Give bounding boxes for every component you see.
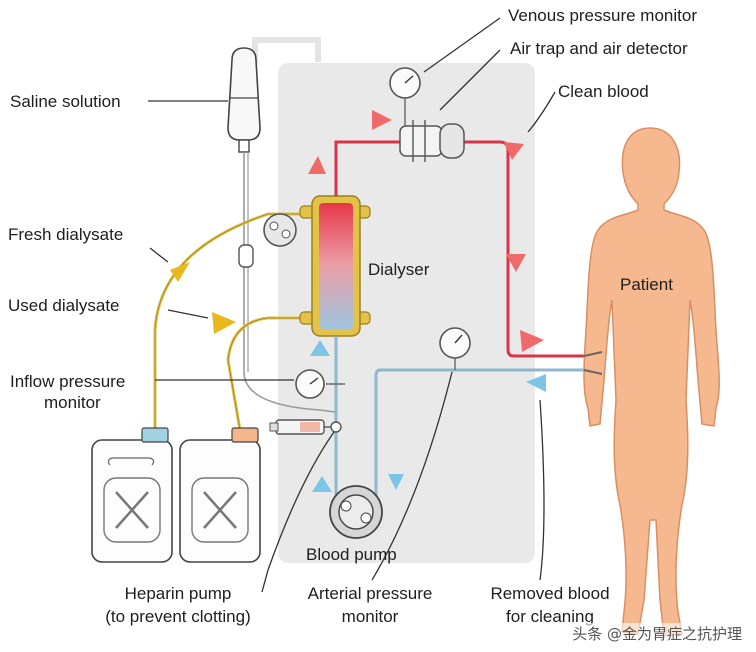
label-fresh-dialysate: Fresh dialysate: [8, 225, 124, 244]
heparin-pump: [269, 419, 342, 435]
label-inflow-pressure-1: Inflow pressure: [10, 372, 126, 391]
label-removed-1: Removed blood: [490, 584, 610, 603]
arrow-blue-1: [310, 340, 330, 356]
label-saline: Saline solution: [10, 92, 121, 111]
dialysate-pump: [263, 213, 297, 247]
patient-body: [583, 127, 720, 637]
label-clean-blood: Clean blood: [558, 82, 649, 101]
watermark: 头条 @金为胃症之抗护理: [572, 623, 742, 644]
label-dialyser: Dialyser: [368, 260, 430, 279]
arrow-blue-3: [388, 474, 404, 490]
saline-stand: [252, 37, 321, 62]
arrow-blue-2: [312, 476, 332, 492]
label-arterial-1: Arterial pressure: [307, 584, 433, 603]
label-patient: Patient: [620, 275, 673, 294]
arrow-red-5: [520, 330, 544, 352]
arrow-blue-4: [526, 374, 546, 392]
arrow-red-3: [504, 142, 524, 160]
flow-arrows: [170, 110, 546, 492]
label-removed-2: for cleaning: [506, 607, 594, 626]
arrow-red-2: [372, 110, 392, 130]
used-dialysate-canister: [179, 427, 261, 563]
arrow-red-1: [308, 156, 326, 174]
arrow-red-4: [506, 254, 526, 272]
arrow-yellow-1: [170, 262, 190, 282]
fresh-dialysate-canister: [91, 427, 173, 563]
label-used-dialysate: Used dialysate: [8, 296, 120, 315]
label-inflow-pressure-2: monitor: [44, 393, 101, 412]
leader-lines: [148, 17, 556, 593]
saline-bag: [227, 47, 261, 153]
machine-panel: [278, 63, 535, 563]
inflow-pressure-gauge: [295, 369, 325, 399]
label-arterial-2: monitor: [341, 607, 399, 626]
label-air-trap: Air trap and air detector: [510, 39, 688, 58]
label-blood-pump: Blood pump: [306, 545, 397, 564]
venous-blood-line: [374, 368, 590, 500]
label-venous-pressure-monitor: Venous pressure monitor: [508, 6, 697, 25]
label-heparin-2: (to prevent clotting): [105, 607, 251, 626]
saline-drip-chamber: [238, 244, 254, 268]
dialyser: [299, 195, 371, 337]
arrow-yellow-2: [212, 312, 236, 334]
arterial-pressure-gauge: [439, 327, 471, 359]
venous-pressure-gauge: [389, 67, 421, 99]
air-trap: [399, 120, 465, 162]
blood-pump: [329, 485, 383, 539]
label-heparin-1: Heparin pump: [124, 584, 232, 603]
